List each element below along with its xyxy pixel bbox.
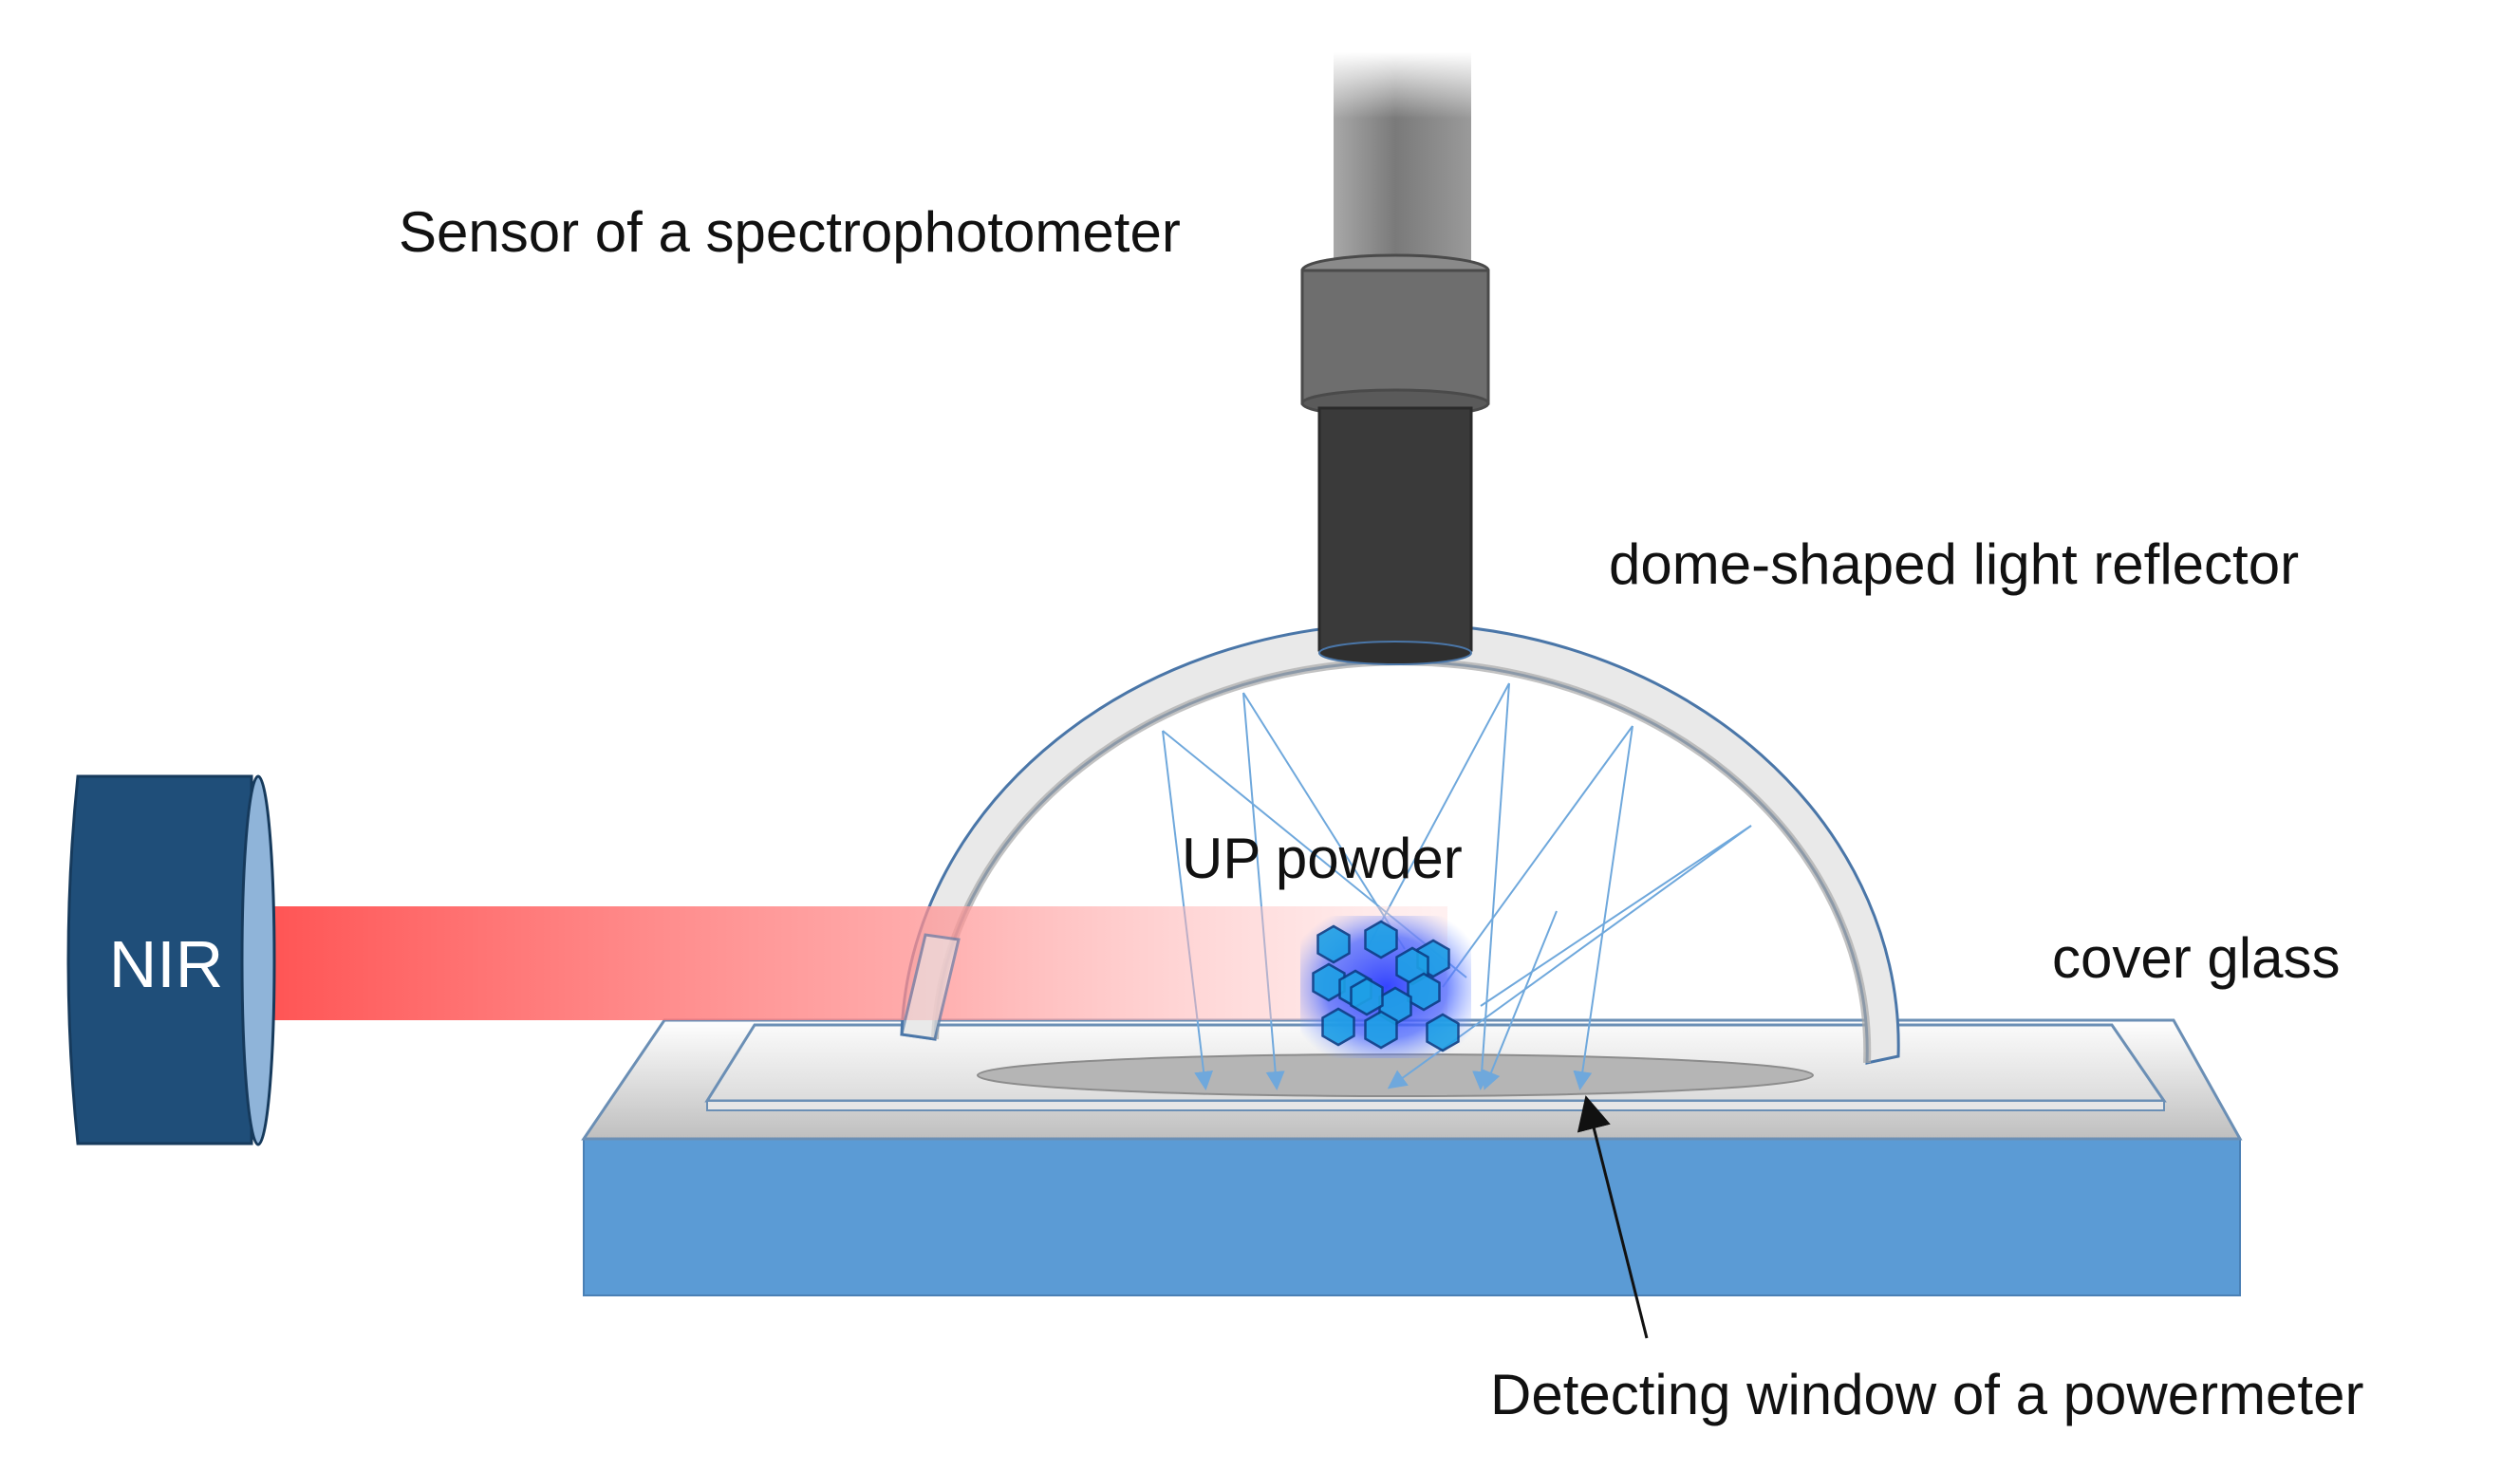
spectrophotometer-sensor [1300, 52, 1490, 665]
nir-source-aperture [240, 774, 276, 1146]
sensor-head [1317, 406, 1473, 652]
sensor-label: Sensor of a spectrophotometer [399, 200, 1181, 264]
powder-crystals [1312, 920, 1460, 1052]
nir-source: NIR [66, 774, 276, 1146]
cover-glass-label: cover glass [2052, 926, 2340, 990]
powder-label: UP powder [1182, 827, 1463, 890]
nir-label: NIR [109, 927, 224, 1001]
detecting-window [977, 1053, 1814, 1097]
dome-reflector-left-leg [900, 933, 961, 1041]
base-block-front [583, 1138, 2241, 1296]
hexagon-crystal-icon [1407, 972, 1441, 1012]
detector-pointer-arrow [1577, 1095, 1649, 1339]
hexagon-crystal-icon [1350, 977, 1384, 1016]
hexagon-crystal-icon [1426, 1013, 1460, 1052]
detector-label: Detecting window of a powermeter [1490, 1363, 2363, 1426]
hexagon-crystal-icon [1316, 924, 1351, 964]
hexagon-crystal-icon [1364, 1010, 1398, 1050]
hexagon-crystal-icon [1312, 962, 1346, 1002]
sensor-collar [1300, 269, 1490, 405]
dome-label: dome-shaped light reflector [1609, 532, 2299, 596]
hexagon-crystal-icon [1321, 1007, 1355, 1047]
nir-laser-beam [261, 906, 1447, 1020]
cover-glass-edge [706, 1100, 2165, 1111]
hexagon-crystal-icon [1364, 920, 1398, 959]
